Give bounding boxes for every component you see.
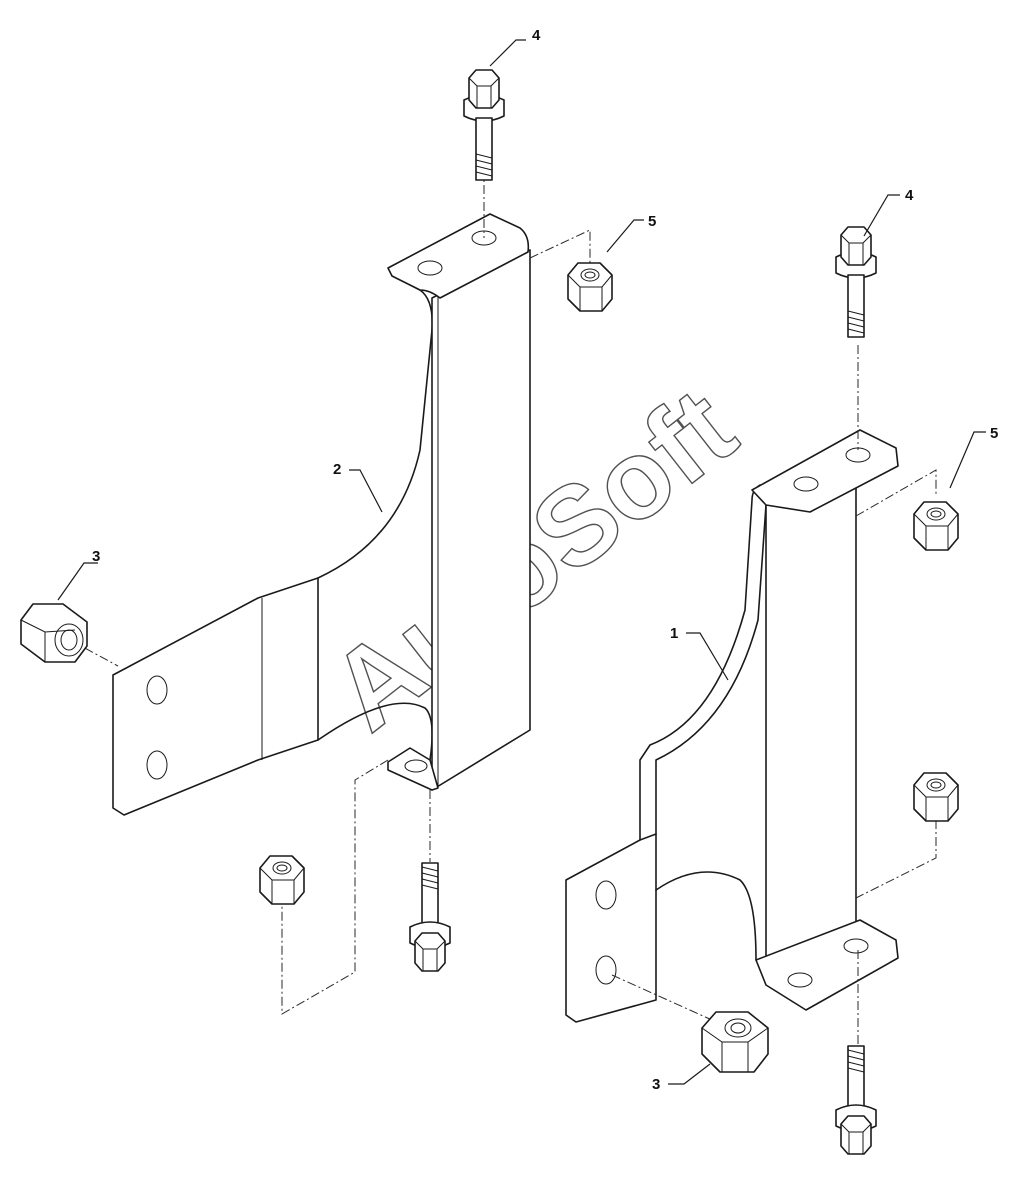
callout-3-right: 3 <box>652 1076 660 1093</box>
callout-leader <box>863 194 900 237</box>
callout-leader <box>57 562 98 601</box>
callout-2: 2 <box>333 461 341 478</box>
small-nut-right-top <box>913 501 959 551</box>
large-nut-left <box>20 603 88 663</box>
callout-leader <box>949 431 986 489</box>
callout-leader <box>686 632 729 681</box>
callout-4-top-left: 4 <box>532 27 541 44</box>
callout-leader <box>668 1063 711 1085</box>
bracket-right <box>565 429 899 1023</box>
callout-leader <box>349 469 383 513</box>
bolt-bottom-left <box>409 862 451 972</box>
small-nut-left-bottom <box>259 855 305 905</box>
watermark-text: AutoSoft <box>308 364 757 754</box>
centerline <box>281 759 389 1015</box>
callout-leader <box>489 39 526 67</box>
small-nut-right-bottom <box>913 772 959 822</box>
bracket-left <box>112 213 531 816</box>
centerline <box>855 469 937 517</box>
small-nut-left-top <box>567 262 613 312</box>
centerline <box>855 820 937 899</box>
bolt-top-left <box>463 69 505 181</box>
centerline <box>529 229 591 265</box>
bolt-top-right <box>835 226 877 338</box>
callout-leader <box>606 219 644 253</box>
large-nut-right <box>701 1011 769 1073</box>
callout-3-left: 3 <box>92 548 100 565</box>
callout-5-left: 5 <box>648 213 656 230</box>
callout-4-top-right: 4 <box>905 187 914 204</box>
centerline <box>611 974 713 1021</box>
callout-5-right: 5 <box>990 425 998 442</box>
bolt-bottom-right <box>835 1045 877 1155</box>
callout-1: 1 <box>670 625 678 642</box>
